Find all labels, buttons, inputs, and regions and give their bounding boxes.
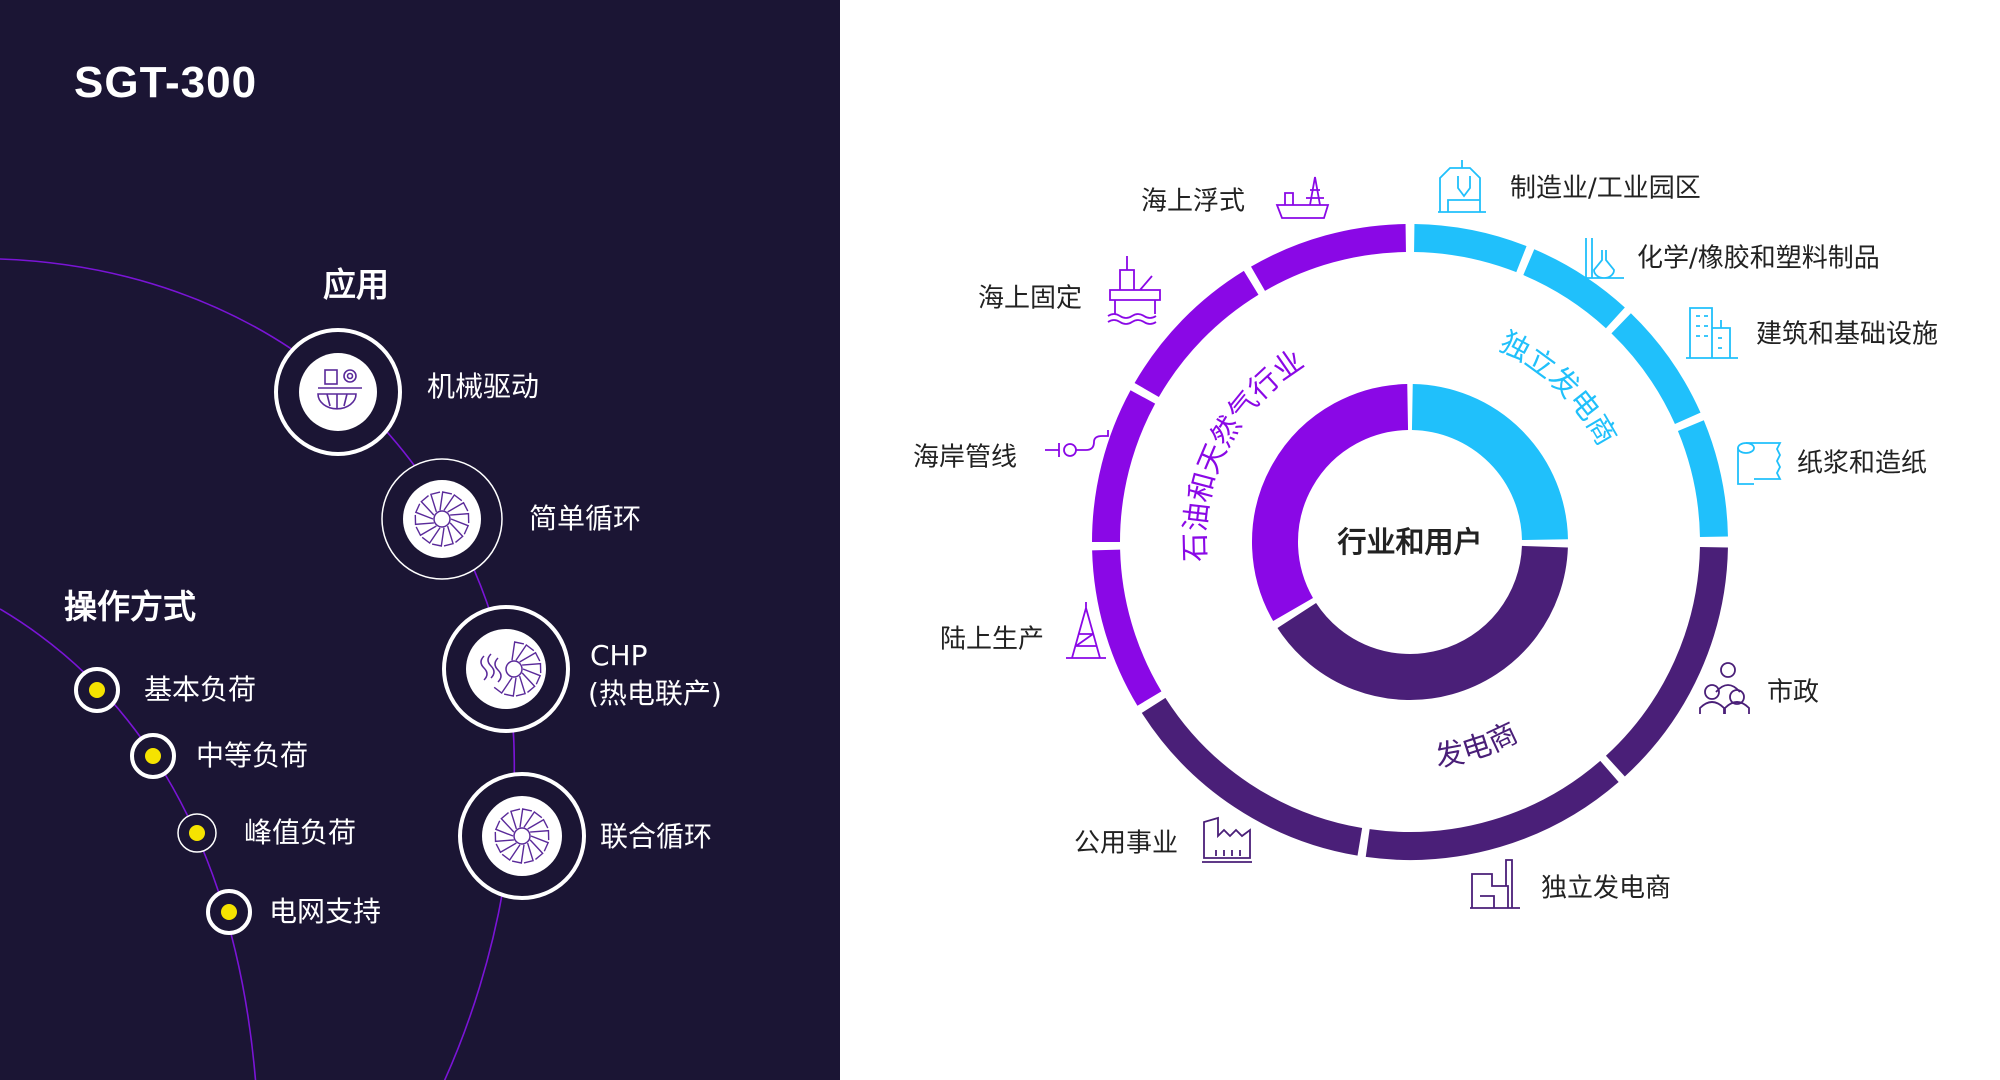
segment-label-floating: 海上浮式	[1141, 186, 1246, 217]
op-dot-medium-load[interactable]	[130, 733, 176, 779]
people-icon	[1699, 662, 1750, 714]
power-plant-icon	[1470, 859, 1520, 909]
segment-label-onshore: 陆上生产	[940, 624, 1045, 655]
inner-segment-ipp[interactable]	[1411, 384, 1568, 541]
application-arc	[0, 258, 516, 1080]
oil-derrick-icon	[1066, 602, 1106, 659]
outer-segment-floating-platform[interactable]	[1251, 224, 1407, 291]
segment-label-municipal: 市政	[1767, 677, 1820, 708]
paper-roll-icon	[1737, 442, 1782, 485]
op-dot-base-load[interactable]	[74, 667, 120, 713]
segment-label-pulp-paper: 纸浆和造纸	[1797, 448, 1928, 479]
factory-icon	[1202, 816, 1252, 863]
app-label-chp: CHP	[590, 639, 648, 672]
app-label-mechanical-drive: 机械驱动	[427, 370, 540, 403]
app-node-simple-cycle[interactable]	[381, 458, 503, 580]
op-dot-peak-load[interactable]	[177, 813, 217, 853]
segment-label-chemical: 化学/橡胶和塑料制品	[1637, 243, 1880, 274]
applications-heading: 应用	[323, 265, 389, 304]
outer-segment-oil-derrick[interactable]	[1092, 549, 1162, 706]
outer-segment-paper-roll[interactable]	[1677, 420, 1728, 538]
segment-label-utilities: 公用事业	[1074, 828, 1179, 859]
center-label: 行业和用户	[1336, 525, 1482, 559]
machine-icon	[1438, 160, 1486, 213]
donut-chart: 行业和用户 石油和天然气行业 独立发电商 发电商	[1045, 160, 1782, 909]
outer-segment-people[interactable]	[1605, 546, 1728, 777]
operation-heading: 操作方式	[64, 587, 196, 626]
outer-segment-pipeline[interactable]	[1092, 390, 1156, 543]
outer-segment-buildings[interactable]	[1611, 313, 1701, 425]
op-label-peak-load: 峰值负荷	[244, 816, 357, 849]
op-label-medium-load: 中等负荷	[196, 739, 309, 772]
inner-segment-oil-gas[interactable]	[1252, 384, 1409, 621]
app-node-mechanical-drive[interactable]	[274, 328, 402, 456]
segment-label-pipeline: 海岸管线	[913, 442, 1018, 473]
buildings-icon	[1686, 307, 1738, 359]
app-node-chp[interactable]	[442, 605, 570, 733]
decorative-arcs	[0, 258, 586, 1080]
inner-segment-utilities[interactable]	[1277, 545, 1568, 700]
outer-segment-power-plant[interactable]	[1365, 760, 1619, 860]
combined-cycle-icon	[494, 808, 550, 864]
segment-label-buildings: 建筑和基础设施	[1756, 319, 1939, 350]
segment-label-manufacturing: 制造业/工业园区	[1510, 173, 1701, 204]
outer-segment-factory[interactable]	[1141, 697, 1363, 856]
app-label-simple-cycle: 简单循环	[529, 502, 642, 535]
app-label-chp-sub: (热电联产)	[588, 677, 722, 710]
chp-turbine-icon	[493, 641, 542, 697]
industry-diagram: 行业和用户 石油和天然气行业 独立发电商 发电商 海上浮式 海上固定 海岸管线 …	[840, 0, 2000, 1080]
floating-platform-icon	[1275, 176, 1330, 219]
page-title: SGT-300	[74, 58, 258, 107]
outer-segment-chemistry-flask[interactable]	[1523, 249, 1625, 329]
outer-segment-fixed-platform[interactable]	[1134, 270, 1259, 398]
pipeline-icon	[1045, 430, 1109, 457]
left-panel: SGT-300 应用 机械驱动 简单循环 CHP (热电联产) 联合循环 操作方…	[0, 0, 840, 1080]
fixed-platform-icon	[1107, 256, 1161, 325]
segment-label-ipp: 独立发电商	[1541, 873, 1672, 904]
op-dot-grid-support[interactable]	[206, 889, 252, 935]
chemistry-flask-icon	[1582, 238, 1624, 279]
group-label-utilities: 发电商	[1432, 716, 1522, 774]
op-label-base-load: 基本负荷	[144, 673, 257, 706]
turbine-icon	[414, 491, 470, 547]
app-label-combined-cycle: 联合循环	[600, 820, 713, 853]
mechanical-drive-icon	[317, 369, 362, 410]
op-label-grid-support: 电网支持	[269, 895, 382, 928]
segment-label-fixed: 海上固定	[978, 283, 1083, 314]
outer-segment-machine[interactable]	[1413, 224, 1527, 273]
app-node-combined-cycle[interactable]	[458, 772, 586, 900]
